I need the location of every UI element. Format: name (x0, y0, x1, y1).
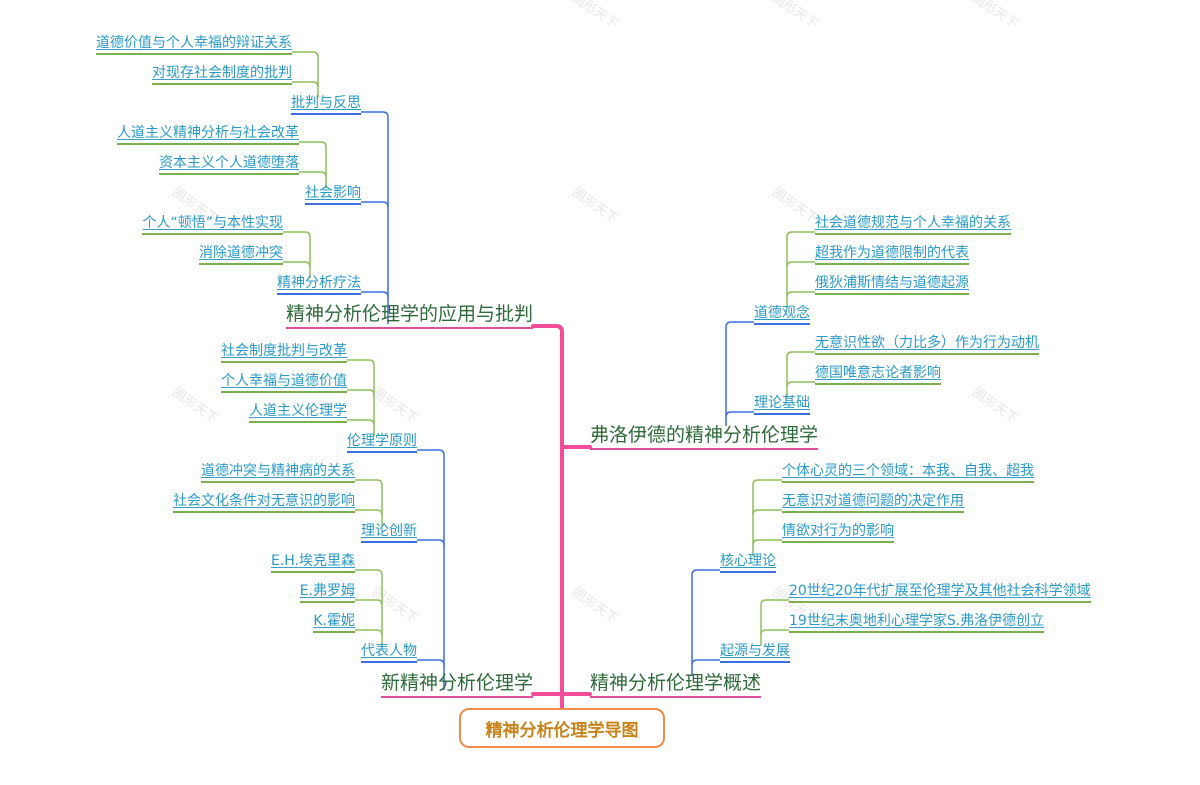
leaf-node[interactable]: 对现存社会制度的批判 (152, 66, 292, 85)
leaf-node[interactable]: 20世纪20年代扩展至伦理学及其他社会科学领域 (789, 584, 1091, 603)
subtopic-node[interactable]: 道德观念 (754, 306, 810, 325)
leaf-node[interactable]: E.H.埃克里森 (270, 554, 355, 573)
leaf-node[interactable]: 个人幸福与道德价值 (221, 374, 347, 393)
subtopic-node[interactable]: 精神分析疗法 (277, 276, 361, 295)
branch-node[interactable]: 精神分析伦理学的应用与批判 (285, 305, 533, 329)
subtopic-node[interactable]: 伦理学原则 (347, 434, 417, 453)
leaf-node[interactable]: 道德价值与个人幸福的辩证关系 (96, 36, 292, 55)
subtopic-node[interactable]: 理论创新 (361, 524, 417, 543)
root-node[interactable]: 精神分析伦理学导图 (459, 708, 665, 748)
leaf-node[interactable]: 无意识性欲（力比多）作为行为动机 (815, 336, 1039, 355)
leaf-node[interactable]: 人道主义精神分析与社会改革 (117, 126, 299, 145)
leaf-node[interactable]: 人道主义伦理学 (249, 404, 347, 423)
leaf-node[interactable]: 社会制度批判与改革 (221, 344, 347, 363)
leaf-node[interactable]: 社会文化条件对无意识的影响 (173, 494, 355, 513)
leaf-node[interactable]: 19世纪末奥地利心理学家S.弗洛伊德创立 (789, 614, 1045, 633)
leaf-node[interactable]: 无意识对道德问题的决定作用 (782, 494, 964, 513)
leaf-node[interactable]: 超我作为道德限制的代表 (815, 246, 969, 265)
leaf-node[interactable]: 社会道德规范与个人幸福的关系 (815, 216, 1011, 235)
subtopic-node[interactable]: 批判与反思 (291, 96, 361, 115)
leaf-node[interactable]: 个体心灵的三个领域：本我、自我、超我 (782, 464, 1034, 483)
leaf-node[interactable]: 消除道德冲突 (199, 246, 283, 265)
leaf-node[interactable]: 个人“顿悟”与本性实现 (142, 216, 283, 235)
leaf-node[interactable]: 俄狄浦斯情结与道德起源 (815, 276, 969, 295)
branch-node[interactable]: 新精神分析伦理学 (380, 674, 533, 698)
subtopic-node[interactable]: 社会影响 (305, 186, 361, 205)
branch-node[interactable]: 精神分析伦理学概述 (590, 674, 762, 698)
branch-node[interactable]: 弗洛伊德的精神分析伦理学 (590, 426, 819, 450)
subtopic-node[interactable]: 起源与发展 (720, 644, 790, 663)
leaf-node[interactable]: 情欲对行为的影响 (782, 524, 894, 543)
leaf-node[interactable]: 资本主义个人道德堕落 (159, 156, 299, 175)
leaf-node[interactable]: 德国唯意志论者影响 (815, 366, 941, 385)
leaf-node[interactable]: E.弗罗姆 (299, 584, 355, 603)
subtopic-node[interactable]: 代表人物 (361, 644, 417, 663)
subtopic-node[interactable]: 理论基础 (754, 396, 810, 415)
leaf-node[interactable]: 道德冲突与精神病的关系 (201, 464, 355, 483)
subtopic-node[interactable]: 核心理论 (720, 554, 776, 573)
leaf-node[interactable]: K.霍妮 (313, 614, 355, 633)
